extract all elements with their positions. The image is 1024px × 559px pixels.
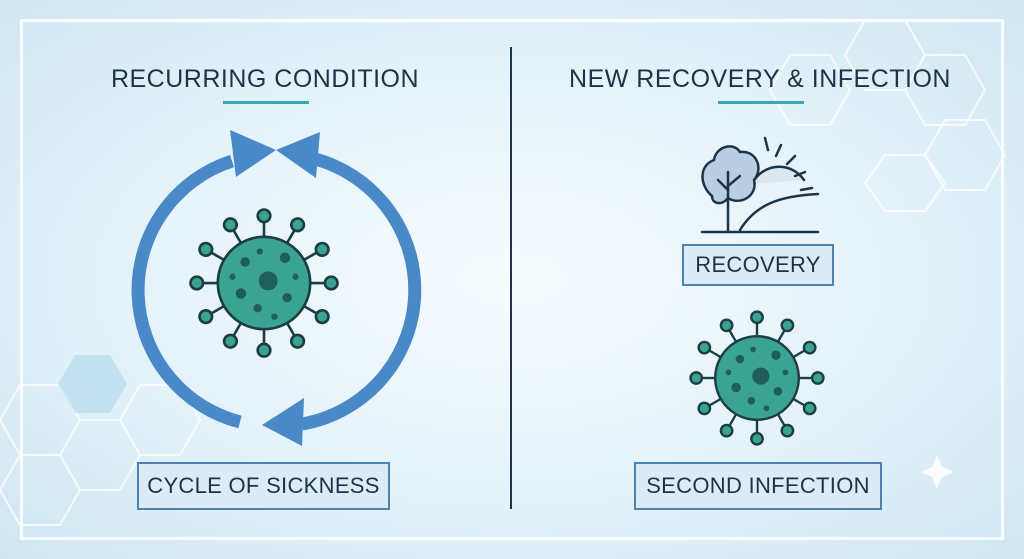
recovery-label: RECOVERY bbox=[682, 244, 834, 286]
sparkle-icon bbox=[920, 455, 954, 489]
right-title-underline bbox=[718, 101, 804, 104]
cycle-of-sickness-label: CYCLE OF SICKNESS bbox=[137, 462, 390, 510]
left-title-underline bbox=[223, 101, 309, 104]
right-panel-title: NEW RECOVERY & INFECTION bbox=[569, 65, 951, 93]
virus-icon bbox=[191, 210, 338, 357]
tree-sun-icon bbox=[700, 136, 820, 234]
content-frame bbox=[20, 19, 1004, 540]
panel-divider bbox=[510, 47, 512, 509]
virus-icon bbox=[691, 312, 824, 445]
cycle-arrows-icon bbox=[131, 149, 422, 431]
second-infection-label: SECOND INFECTION bbox=[634, 462, 882, 510]
left-panel-title: RECURRING CONDITION bbox=[110, 65, 420, 93]
